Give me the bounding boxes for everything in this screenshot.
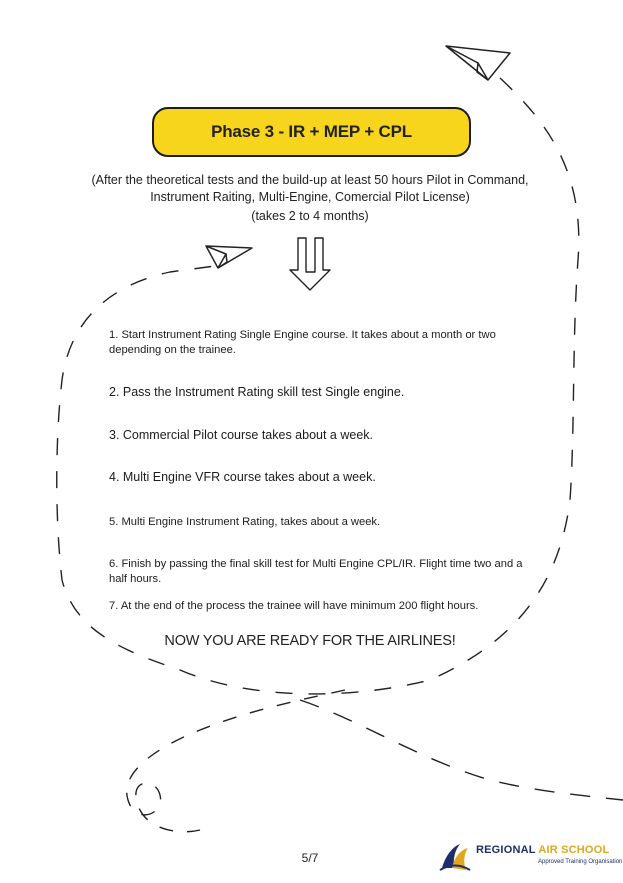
logo-name-part2: AIR SCHOOL [538, 844, 610, 856]
call-to-action: NOW YOU ARE READY FOR THE AIRLINES! [164, 633, 456, 649]
step-item: 1. Start Instrument Rating Single Engine… [109, 329, 496, 356]
phase-title: Phase 3 - IR + MEP + CPL [152, 107, 471, 157]
logo-wordmark: REGIONAL AIR SCHOOL [476, 844, 609, 856]
dashed-flight-loop [126, 689, 346, 833]
double-arrow-down-icon [289, 237, 331, 291]
logo-name-part1: REGIONAL [476, 844, 539, 856]
step-item: 3. Commercial Pilot course takes about a… [109, 428, 374, 442]
step-item: 6. Finish by passing the final skill tes… [109, 558, 523, 585]
paper-plane-icon [205, 245, 253, 269]
step-item: 7. At the end of the process the trainee… [109, 600, 479, 612]
step-item: 5. Multi Engine Instrument Rating, takes… [109, 516, 381, 528]
school-logo: REGIONAL AIR SCHOOL Approved Training Or… [438, 840, 622, 874]
subtitle-line-2: Instrument Raiting, Multi-Engine, Comerc… [150, 190, 470, 204]
page-number: 5/7 [301, 851, 319, 865]
phase-duration: (takes 2 to 4 months) [251, 209, 369, 223]
step-item: 2. Pass the Instrument Rating skill test… [109, 385, 405, 399]
dashed-flight-tail [299, 699, 623, 801]
dashed-flight-path [56, 77, 580, 695]
step-item: 4. Multi Engine VFR course takes about a… [109, 470, 376, 484]
paper-plane-icon [445, 45, 511, 81]
logo-tagline: Approved Training Organisation [538, 859, 623, 865]
logo-mark-icon [439, 844, 471, 871]
phase-subtitle: (After the theoretical tests and the bui… [70, 172, 550, 206]
subtitle-line-1: (After the theoretical tests and the bui… [91, 173, 529, 187]
